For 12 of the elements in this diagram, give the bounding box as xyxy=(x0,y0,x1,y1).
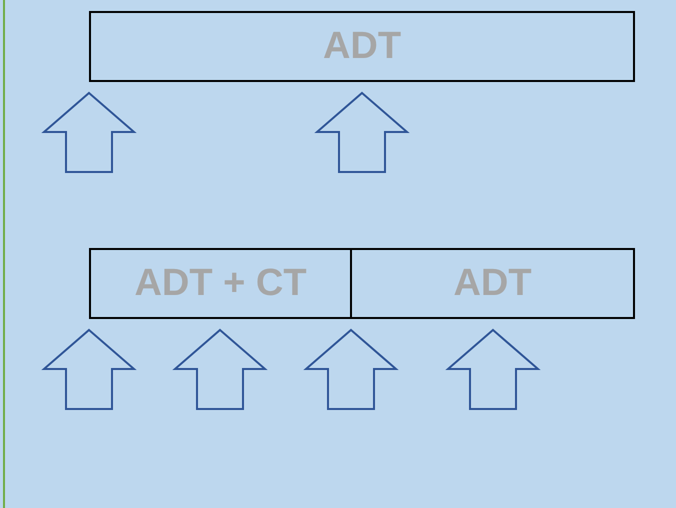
treatment-bar xyxy=(89,11,635,82)
block-arrow xyxy=(303,328,399,410)
block-arrow xyxy=(41,328,137,410)
block-arrow xyxy=(445,328,541,410)
treatment-bar xyxy=(350,248,635,319)
bar-label: ADT xyxy=(453,262,532,305)
block-arrow xyxy=(314,92,410,173)
bar-label: ADT xyxy=(322,25,402,68)
block-arrow xyxy=(172,328,268,410)
bar-label: ADT + CT xyxy=(134,262,307,305)
treatment-bar xyxy=(89,248,352,319)
block-arrow xyxy=(41,92,137,173)
